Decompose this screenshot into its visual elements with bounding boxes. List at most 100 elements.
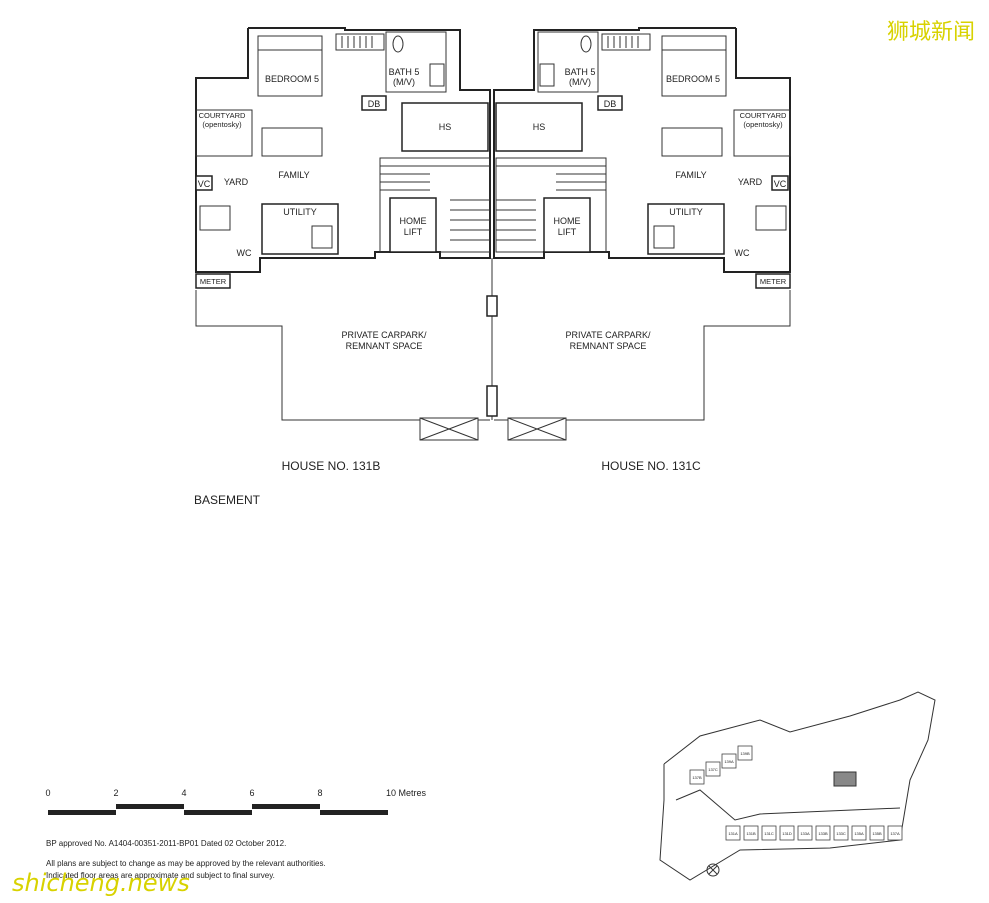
sink-icon	[653, 225, 675, 249]
site-unit-cell	[833, 825, 849, 841]
scale-tick-label: 0	[45, 788, 50, 798]
gate-left	[419, 417, 479, 441]
house-label: HOUSE NO. 131C	[601, 459, 701, 473]
wc-label: WC	[237, 248, 252, 258]
site-unit-cell	[797, 825, 813, 841]
lift-sub-label: LIFT	[404, 227, 423, 237]
bedroom-label: BEDROOM 5	[265, 74, 319, 84]
scale-tick-label: 2	[113, 788, 118, 798]
yard-label: YARD	[738, 177, 763, 187]
north-icon	[706, 863, 720, 877]
site-unit-label: 133B	[818, 831, 828, 836]
family-label: FAMILY	[675, 170, 706, 180]
family-label: FAMILY	[278, 170, 309, 180]
site-unit-label: 133A	[800, 831, 810, 836]
site-unit-label: 137B	[692, 775, 702, 780]
pillar	[486, 295, 498, 317]
db-label: DB	[368, 99, 381, 109]
scale-seg	[184, 810, 252, 815]
hs-room	[495, 102, 583, 152]
toilet-icon	[392, 35, 404, 53]
shower-icon	[429, 63, 445, 87]
lift-sub-label: LIFT	[558, 227, 577, 237]
scale-seg	[252, 804, 320, 809]
site-unit-cell	[869, 825, 885, 841]
courtyard-label: COURTYARD	[199, 111, 246, 120]
carpark-sub-label: REMNANT SPACE	[570, 341, 647, 351]
bath-label: BATH 5	[389, 67, 420, 77]
disclaimer-note: All plans are subject to change as may b…	[46, 859, 326, 868]
site-unit-label: 135B	[872, 831, 882, 836]
db-box	[597, 95, 623, 111]
lift-label: HOME	[554, 216, 581, 226]
db-box	[361, 95, 387, 111]
vc-box	[771, 175, 789, 191]
toilet-icon	[580, 35, 592, 53]
level-label: BASEMENT	[194, 493, 261, 507]
wc-toilet-icon	[755, 205, 787, 231]
site-unit-label: 133C	[836, 831, 846, 836]
scale-seg	[320, 810, 388, 815]
hs-room	[401, 102, 489, 152]
site-unit-cell	[705, 761, 721, 777]
site-unit-cell	[851, 825, 867, 841]
courtyard-sub-label: (opentosky)	[202, 120, 242, 129]
site-unit-cell	[721, 753, 737, 769]
carpark-label: PRIVATE CARPARK/	[341, 330, 427, 340]
courtyard	[733, 109, 791, 157]
site-unit-label: 139A	[724, 759, 734, 764]
site-unit-cell	[887, 825, 903, 841]
highlighted-unit	[833, 771, 857, 787]
utility-room	[261, 203, 339, 255]
site-unit-label: 137A	[890, 831, 900, 836]
wc-toilet-icon	[199, 205, 231, 231]
area-note: Indicated floor areas are approximate an…	[46, 871, 275, 880]
site-unit-cell	[761, 825, 777, 841]
home-lift	[389, 197, 437, 253]
carpark-label: PRIVATE CARPARK/	[565, 330, 651, 340]
bedroom-label: BEDROOM 5	[666, 74, 720, 84]
house-label: HOUSE NO. 131B	[282, 459, 381, 473]
shower-icon	[539, 63, 555, 87]
scale-tick-label: 8	[317, 788, 322, 798]
bath-sub-label: (M/V)	[569, 77, 591, 87]
site-unit-cell	[689, 769, 705, 785]
vc-label: VC	[774, 179, 787, 189]
db-label: DB	[604, 99, 617, 109]
home-lift	[543, 197, 591, 253]
wardrobe	[601, 33, 651, 51]
wc-label: WC	[735, 248, 750, 258]
bath-label: BATH 5	[565, 67, 596, 77]
unit-131c: BEDROOM 5 BATH 5 (M/V) DB HS COURTYARD (…	[493, 27, 791, 473]
scale-seg	[48, 810, 116, 815]
vc-label: VC	[198, 179, 211, 189]
utility-label: UTILITY	[669, 207, 703, 217]
meter-label: METER	[200, 277, 227, 286]
wardrobe	[335, 33, 385, 51]
scale-tick-label: 6	[249, 788, 254, 798]
bedroom-bed	[661, 35, 727, 97]
brand-text: shicheng.news	[12, 869, 190, 897]
approval-note: BP approved No. A1404-00351-2011-BP01 Da…	[46, 839, 286, 848]
scale-seg	[116, 804, 184, 809]
bath-room	[537, 31, 599, 93]
utility-room	[647, 203, 725, 255]
site-unit-cell	[815, 825, 831, 841]
hs-label: HS	[533, 122, 546, 132]
site-unit-label: 131D	[782, 831, 792, 836]
sink-icon	[311, 225, 333, 249]
courtyard-sub-label: (opentosky)	[743, 120, 783, 129]
scale-bar: 0 2 4 6 8 10 Metres	[45, 788, 427, 815]
site-unit-cell	[737, 745, 753, 761]
bedroom-bed	[257, 35, 323, 97]
courtyard	[195, 109, 253, 157]
scale-end-label: 10 Metres	[386, 788, 427, 798]
meter-box	[195, 273, 231, 289]
hs-label: HS	[439, 122, 452, 132]
site-unit-cell	[743, 825, 759, 841]
utility-label: UTILITY	[283, 207, 317, 217]
meter-box	[755, 273, 791, 289]
